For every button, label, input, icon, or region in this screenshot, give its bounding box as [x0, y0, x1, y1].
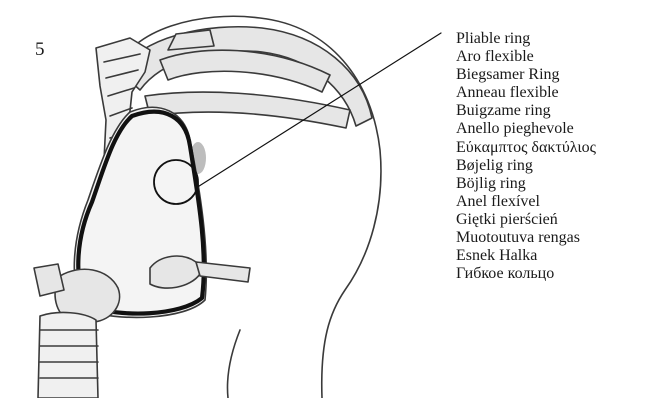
label-nl: Buigzame ring [456, 102, 596, 120]
neck-outline [228, 330, 241, 398]
label-it: Anello pieghevole [456, 120, 596, 138]
label-pl: Giętki pierścień [456, 211, 596, 229]
callout-label-list: Pliable ring Aro flexible Biegsamer Ring… [456, 30, 596, 283]
label-tr: Esnek Halka [456, 247, 596, 265]
air-tube [38, 313, 98, 398]
label-el: Εύκαμπτος δακτύλιος [456, 139, 596, 157]
label-fr: Anneau flexible [456, 84, 596, 102]
label-es: Aro flexible [456, 48, 596, 66]
label-da: Bøjelig ring [456, 157, 596, 175]
headgear-side-strap [168, 30, 214, 50]
label-en: Pliable ring [456, 30, 596, 48]
label-ru: Гибкое кольцо [456, 265, 596, 283]
exhaust-vent [34, 264, 64, 296]
label-sv: Böjlig ring [456, 175, 596, 193]
label-pt: Anel flexível [456, 193, 596, 211]
label-fi: Muotoutuva rengas [456, 229, 596, 247]
label-de: Biegsamer Ring [456, 66, 596, 84]
